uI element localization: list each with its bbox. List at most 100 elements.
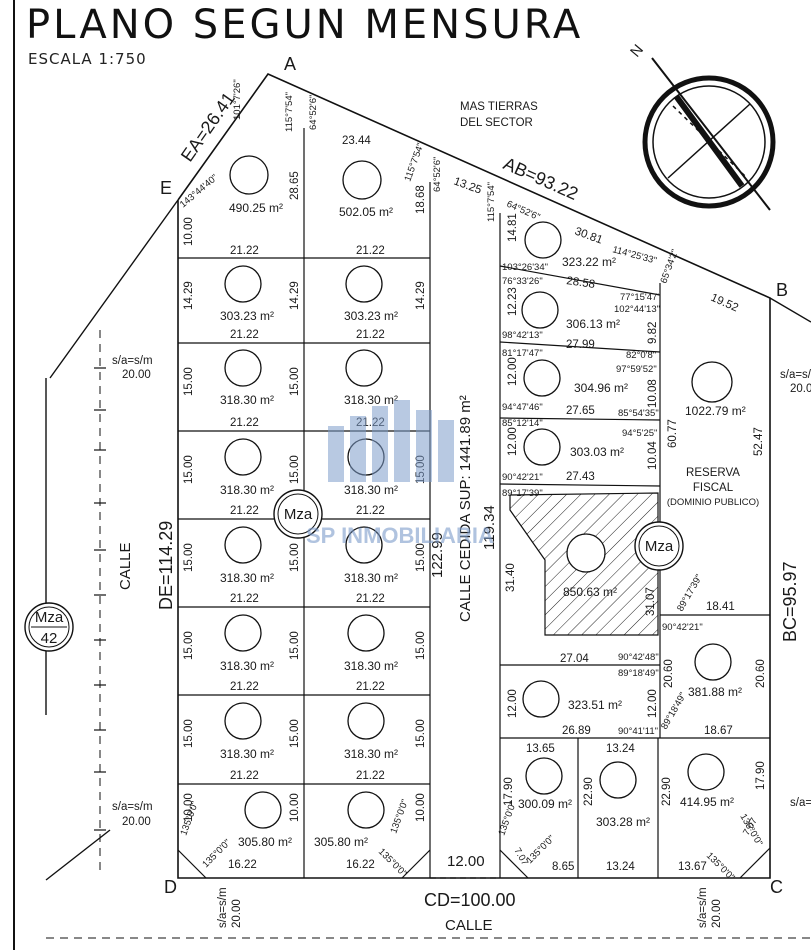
lot-area: 323.51 m² <box>568 698 622 712</box>
dim-label: 15.00 <box>289 631 301 660</box>
ceded-street-width: 12.00 <box>447 853 485 870</box>
street-markers-left <box>94 367 106 831</box>
dim-label: 26.89 <box>562 725 591 737</box>
vertex-c: C <box>770 877 783 897</box>
dim-label: 12.23 <box>507 287 519 316</box>
neighbor-label-2: DEL SECTOR <box>460 117 533 129</box>
street-edge-left-top <box>49 199 179 379</box>
angle-label: 77°15'47" <box>620 292 661 303</box>
lot-area: 318.30 m² <box>220 483 274 497</box>
angle-label: 135°0'0" <box>376 846 409 879</box>
lot-area: 502.05 m² <box>339 205 393 219</box>
dim-label: 17.90 <box>755 761 767 790</box>
sa-width-5: 20.00 <box>231 899 243 928</box>
angle-label: 115°7'54" <box>402 142 426 183</box>
dim-label: 14.81 <box>507 213 519 242</box>
manzana-mid-label: Mza <box>284 506 313 523</box>
dim-label: 18.67 <box>704 725 733 737</box>
dim-label: 31.07 <box>645 587 657 616</box>
lot-area: 414.95 m² <box>680 795 734 809</box>
angle-label: 90°42'21" <box>662 622 703 633</box>
dim-label: 21.22 <box>356 681 385 693</box>
lot-area: 318.30 m² <box>344 483 398 497</box>
dim-label: 27.43 <box>566 471 595 483</box>
dim-label: 13.24 <box>606 743 635 755</box>
lot-area: 303.28 m² <box>596 815 650 829</box>
ceded-street-label: CALLE CEDIDA SUP: 1441.89 m² <box>457 395 474 622</box>
dim-label: 31.40 <box>505 563 517 592</box>
lot-area: 303.23 m² <box>344 309 398 323</box>
dim-label: 10.00 <box>415 793 427 822</box>
dim-label: 15.00 <box>183 631 195 660</box>
reserva-label-2: FISCAL <box>693 482 734 494</box>
lot-area: 323.22 m² <box>562 255 616 269</box>
neighbor-line <box>769 297 811 323</box>
angle-label: 98°42'13" <box>502 330 543 341</box>
lot-area: 381.88 m² <box>688 685 742 699</box>
dim-label: 10.04 <box>647 441 659 470</box>
street-left-label: CALLE <box>117 542 134 590</box>
lot-area: 305.80 m² <box>238 835 292 849</box>
angle-label: 97°59'52" <box>616 364 657 375</box>
dim-label: 27.04 <box>560 653 589 665</box>
dim-label: 21.22 <box>230 681 259 693</box>
angle-label: 89°18'49" <box>659 691 689 732</box>
lot-area: 318.30 m² <box>344 571 398 585</box>
reserva-label-3: (DOMINIO PUBLICO) <box>667 497 759 508</box>
manzana-left-label: Mza <box>35 609 64 626</box>
angle-label: 85°54'35" <box>618 408 659 419</box>
lot-area: 318.30 m² <box>220 659 274 673</box>
dim-label: 52.47 <box>753 427 765 456</box>
dim-label: 27.65 <box>566 405 595 417</box>
dim-label: 19.52 <box>709 292 740 315</box>
lot-area: 318.30 m² <box>220 747 274 761</box>
dim-label: 21.22 <box>230 245 259 257</box>
dim-label: 10.00 <box>289 793 301 822</box>
lot-area: 850.63 m² <box>563 585 617 599</box>
dim-label: 23.44 <box>342 135 371 147</box>
dim-label: 119.34 <box>481 505 498 550</box>
angle-label: 101°7'26" <box>232 79 243 120</box>
sa-width-1: 20.00 <box>122 369 151 381</box>
dim-label: 60.77 <box>667 419 679 448</box>
lot-area: 318.30 m² <box>344 659 398 673</box>
vertex-a: A <box>284 54 296 74</box>
lot-area: 303.23 m² <box>220 309 274 323</box>
angle-label: 90°41'11" <box>618 726 658 737</box>
lot-area: 318.30 m² <box>220 393 274 407</box>
vertex-b: B <box>776 280 788 300</box>
dim-label: 14.29 <box>183 281 195 310</box>
street-edge-left-bottom <box>45 829 111 881</box>
dim-label: 18.41 <box>706 601 735 613</box>
angle-label: 64°52'6" <box>308 95 319 130</box>
dim-label: 15.00 <box>183 455 195 484</box>
angle-label: 89°18'49" <box>618 668 659 679</box>
lot-area: 490.25 m² <box>229 201 283 215</box>
dim-label: 22.90 <box>661 777 673 806</box>
dim-label: 13.25 <box>452 176 483 197</box>
dim-label: 21.22 <box>356 505 385 517</box>
vertex-e: E <box>160 178 172 198</box>
lot-area: 304.96 m² <box>574 381 628 395</box>
dim-label: 15.00 <box>415 543 427 572</box>
angle-label: 65°34'2" <box>658 248 680 285</box>
angle-label: 82°0'8" <box>626 350 656 361</box>
dim-label: 17.90 <box>503 777 515 806</box>
north-compass-icon: N <box>627 41 776 211</box>
scale-label: ESCALA 1:750 <box>28 50 147 68</box>
dim-label: 20.60 <box>755 659 767 688</box>
dim-label: 14.29 <box>415 281 427 310</box>
dim-label: 28.58 <box>566 275 596 291</box>
dim-label: 21.22 <box>356 770 385 782</box>
reserva-label-1: RESERVA <box>686 467 740 479</box>
dim-label: 16.22 <box>346 859 375 871</box>
dim-label: 30.81 <box>573 226 604 247</box>
dim-label: 27.99 <box>566 339 595 351</box>
lot-area: 318.30 m² <box>344 393 398 407</box>
angle-label: 102°44'13" <box>614 304 660 315</box>
angle-label: 64°52'6" <box>432 157 443 192</box>
lot-areas-right: 323.22 m² 306.13 m² 304.96 m² 303.03 m² … <box>518 255 742 829</box>
angle-label: 90°42'48" <box>618 652 659 663</box>
sa-label-1: s/a=s/m <box>112 355 153 367</box>
